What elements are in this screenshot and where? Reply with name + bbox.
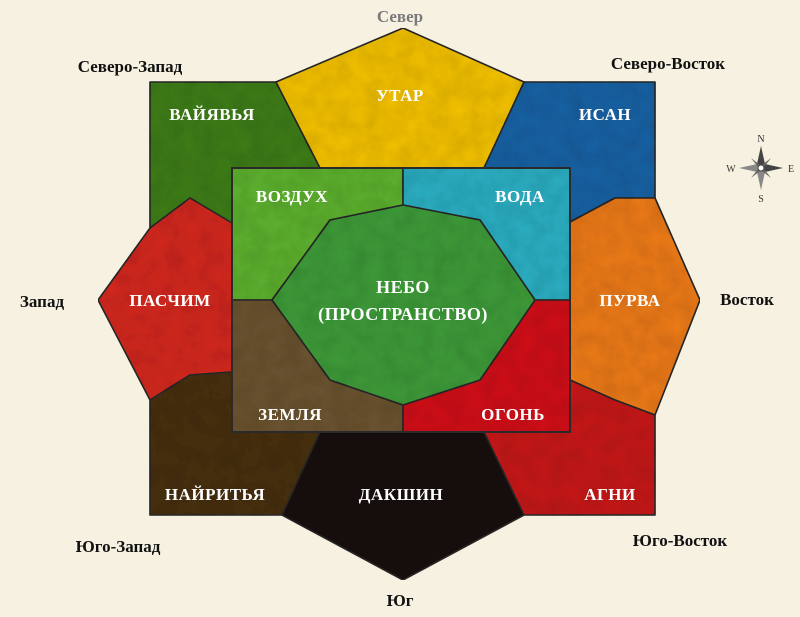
label-utar: УТАР (376, 86, 424, 105)
compass-s: S (758, 194, 764, 205)
direction-south: Юг (387, 591, 414, 610)
label-center-space: (ПРОСТРАНСТВО) (318, 304, 488, 325)
label-dakshin: ДАКШИН (359, 485, 443, 504)
direction-south-west: Юго-Запад (76, 537, 161, 556)
label-purva: ПУРВА (599, 291, 660, 310)
label-nairitya: НАЙРИТЬЯ (165, 485, 265, 504)
compass-n: N (757, 134, 764, 145)
compass-rose-icon: N S E W (726, 134, 794, 205)
direction-north-east: Северо-Восток (611, 54, 725, 73)
direction-west: Запад (20, 292, 65, 311)
inner-square-frame (231, 167, 571, 433)
label-paschim: ПАСЧИМ (129, 291, 210, 310)
direction-north-west: Северо-Запад (78, 57, 183, 76)
zone-center-sky (271, 204, 536, 406)
label-ogon: ОГОНЬ (481, 405, 545, 424)
label-zemlya: ЗЕМЛЯ (258, 405, 322, 424)
label-center-sky: НЕБО (376, 277, 430, 297)
direction-south-east: Юго-Восток (633, 531, 728, 550)
direction-north: Север (377, 7, 423, 26)
compass-w: W (726, 164, 736, 175)
label-isan: ИСАН (579, 105, 631, 124)
label-agni: АГНИ (584, 485, 636, 504)
zone-dakshin (281, 431, 525, 581)
label-voda: ВОДА (495, 187, 545, 206)
direction-east: Восток (720, 290, 774, 309)
label-vozdukh: ВОЗДУХ (256, 187, 328, 206)
label-vaiyavya: ВАЙЯВЬЯ (169, 105, 255, 124)
compass-e: E (788, 164, 794, 175)
